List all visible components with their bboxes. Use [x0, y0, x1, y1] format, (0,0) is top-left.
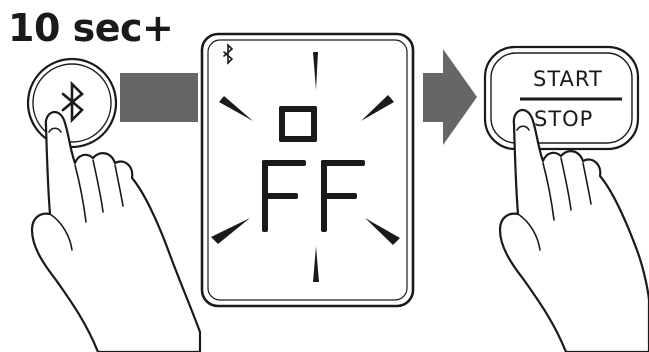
display-readout-o	[279, 106, 317, 142]
hold-time-label: 10 sec+	[8, 6, 174, 50]
lcd-display	[200, 32, 415, 308]
pressing-hand-icon	[30, 110, 202, 352]
blink-rays	[211, 52, 400, 282]
bluetooth-button	[26, 57, 118, 149]
start-label: START	[533, 67, 603, 91]
step-arrow	[120, 73, 198, 122]
start-stop-button	[483, 45, 640, 151]
next-step-arrow	[423, 49, 477, 145]
bluetooth-icon	[61, 80, 84, 124]
stop-label: STOP	[534, 107, 594, 131]
display-readout-ff	[262, 160, 365, 232]
bluetooth-indicator-icon	[223, 43, 234, 65]
pressing-hand-icon	[498, 108, 649, 352]
